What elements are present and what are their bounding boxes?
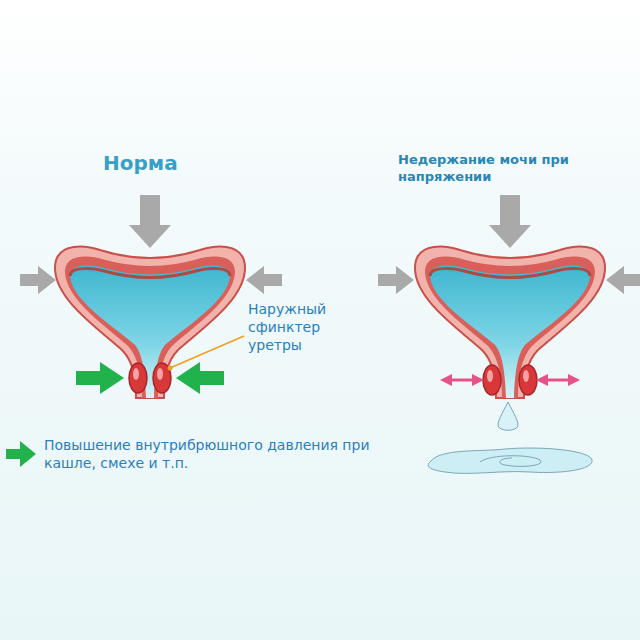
heading: Недержание мочи при напряжении: [398, 152, 628, 186]
callout-label: Наружный сфинктер уретры: [248, 300, 358, 355]
heading: Норма: [103, 150, 243, 176]
bladder-normal: [55, 247, 245, 398]
pressure-arrow: [20, 266, 56, 294]
urine-drop: [498, 402, 518, 430]
squeeze-arrow: [176, 362, 224, 394]
leader-dot: [168, 366, 173, 371]
spread-arrow: [542, 379, 574, 382]
pressure-arrow: [606, 266, 640, 294]
pressure-arrow: [129, 195, 171, 248]
urine-puddle: [428, 448, 592, 473]
legend-entry: Повышение внутрибрюшного давления при ка…: [4, 436, 384, 472]
bladder-incontinence: [415, 247, 605, 398]
pressure-arrow: [378, 266, 414, 294]
leader-line: [170, 336, 244, 368]
legend-arrow: [4, 439, 38, 469]
pressure-arrow: [489, 195, 531, 248]
spread-arrow: [446, 379, 478, 382]
squeeze-arrow: [76, 362, 124, 394]
pressure-arrow: [246, 266, 282, 294]
legend-text: Повышение внутрибрюшного давления при ка…: [44, 436, 374, 472]
